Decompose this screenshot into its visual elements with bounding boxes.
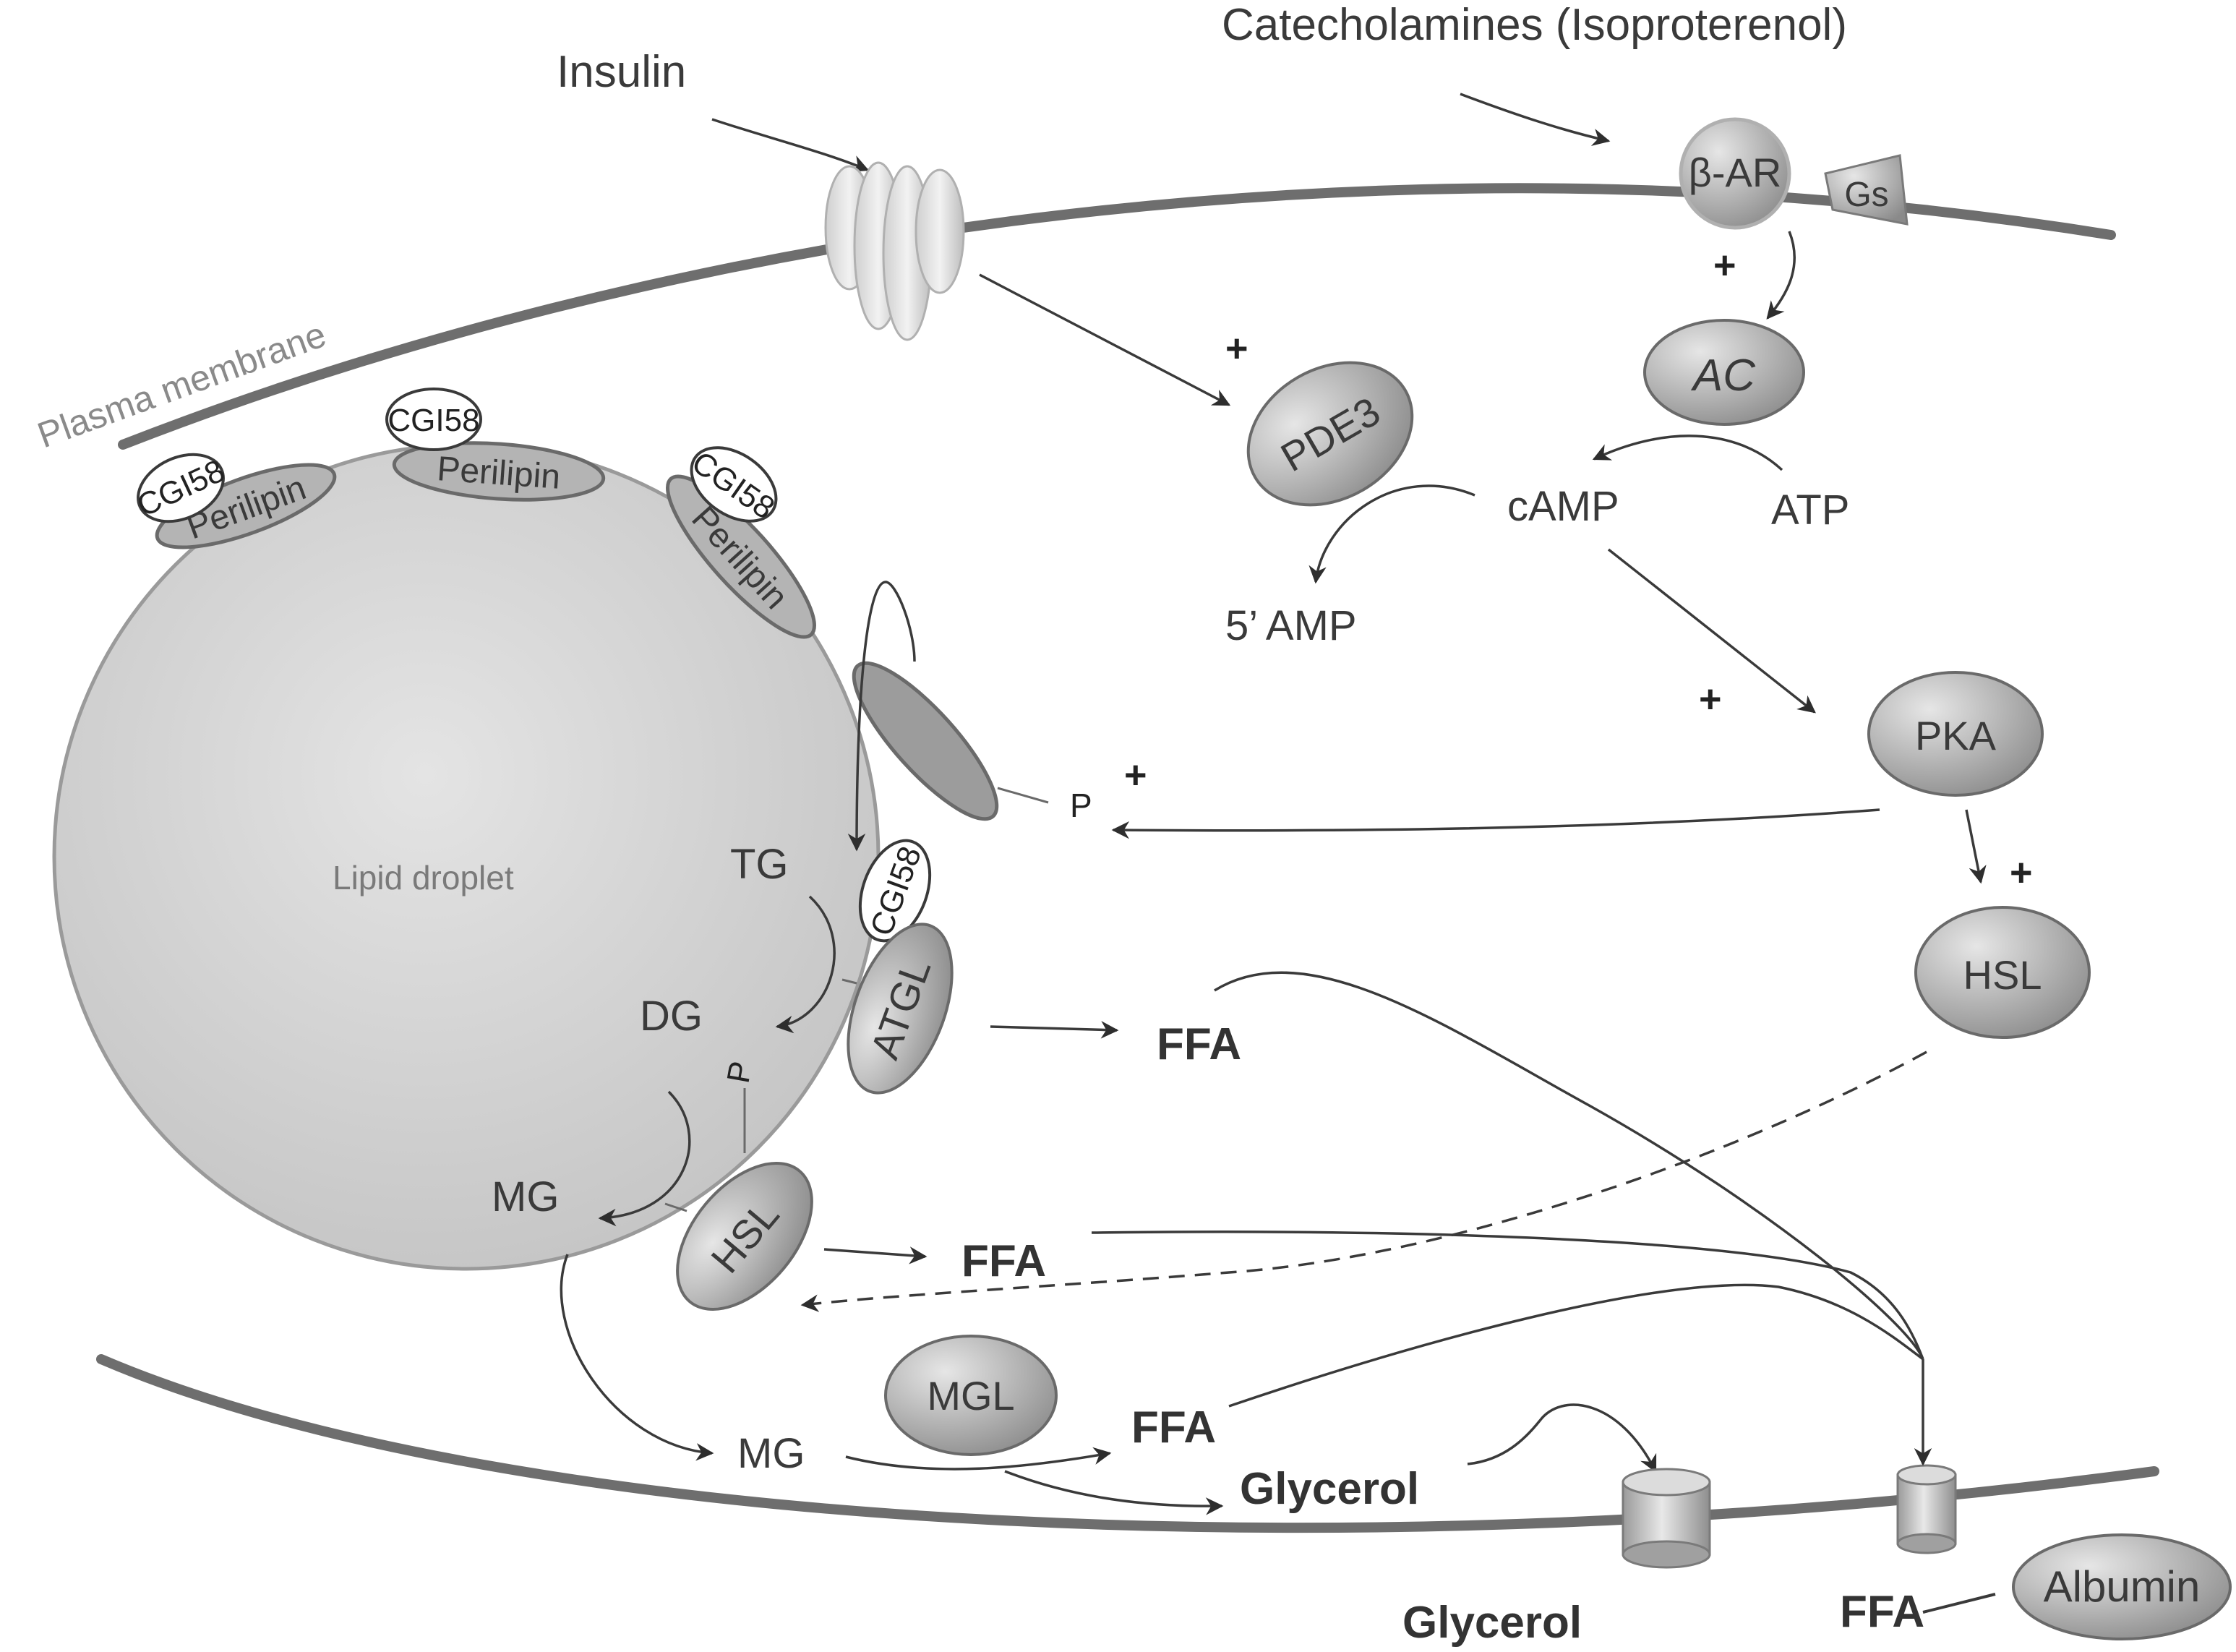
ffa-atgl-label: FFA xyxy=(1157,1019,1241,1069)
svg-text:Perilipin: Perilipin xyxy=(436,450,562,497)
pka-to-perilipin-arrow xyxy=(1111,808,1880,839)
ffa-albumin-link xyxy=(1922,1593,1996,1614)
ac-enzyme: AC xyxy=(1643,319,1805,426)
ffa-channel xyxy=(1896,1464,1957,1554)
catecholamines-arrow xyxy=(1460,93,1611,146)
mg-droplet-label: MG xyxy=(492,1173,559,1220)
glycerol-to-channel-arrow xyxy=(1467,1403,1657,1473)
glycerol-out-label: Glycerol xyxy=(1402,1598,1582,1648)
hsl-link xyxy=(664,1202,687,1212)
camp-to-pka-arrow xyxy=(1607,548,1816,714)
glycerol-in-label: Glycerol xyxy=(1240,1464,1419,1514)
ffa-converge-2 xyxy=(1091,1231,1924,1360)
mg-to-ffa-arrow xyxy=(845,1447,1112,1471)
insulin-to-pde3-arrow xyxy=(979,273,1231,406)
five-amp-label: 5’ AMP xyxy=(1225,602,1357,649)
lipid-droplet-label: Lipid droplet xyxy=(333,859,514,896)
plus-beta-ar-ac: + xyxy=(1713,244,1736,287)
hsl-to-ffa-arrow xyxy=(823,1246,928,1264)
pka-to-hsl-arrow xyxy=(1965,809,1987,884)
beta-ar-to-ac-arrow xyxy=(1766,231,1796,320)
hsl-droplet-enzyme: HSL xyxy=(676,1162,813,1311)
beta-ar-receptor: β-AR xyxy=(1679,117,1791,230)
svg-text:β-AR: β-AR xyxy=(1689,150,1782,195)
ffa-out-label: FFA xyxy=(1840,1587,1924,1637)
plus-camp-pka: + xyxy=(1699,677,1722,721)
svg-text:AC: AC xyxy=(1690,351,1756,401)
albumin: Albumin xyxy=(2012,1533,2232,1640)
dg-label: DG xyxy=(640,993,703,1040)
dg-to-mg-arrow xyxy=(598,1090,691,1227)
mg-bottom-label: MG xyxy=(737,1430,805,1477)
svg-text:PKA: PKA xyxy=(1915,713,1997,758)
hsl-cyto-enzyme: HSL xyxy=(1914,906,2091,1039)
pde3-enzyme: PDE3 xyxy=(1246,361,1414,507)
glycerol-channel xyxy=(1622,1468,1711,1569)
atp-label: ATP xyxy=(1771,487,1850,534)
plus-pka-hsl: + xyxy=(2010,851,2033,894)
atgl-link xyxy=(841,978,857,985)
perilipin-release-arrow xyxy=(847,581,916,852)
svg-text:MGL: MGL xyxy=(927,1373,1014,1418)
perilipin-top: Perilipin xyxy=(392,441,606,502)
mgl-enzyme: MGL xyxy=(884,1335,1058,1456)
insulin-arrow xyxy=(711,118,870,172)
ffa-converge-3 xyxy=(1228,1283,1924,1408)
phospho-perilipin: P xyxy=(1070,787,1092,824)
catecholamines-label: Catecholamines (Isoproterenol) xyxy=(1222,0,1847,50)
plus-pka-perilipin: + xyxy=(1124,753,1147,797)
insulin-label: Insulin xyxy=(557,47,686,97)
ffa-mgl-label: FFA xyxy=(1131,1403,1216,1452)
mg-to-glycerol-arrow xyxy=(1004,1470,1224,1515)
tg-to-dg-arrow xyxy=(775,895,836,1034)
atgl-enzyme: ATGL xyxy=(847,923,954,1095)
pka-enzyme: PKA xyxy=(1867,671,2044,797)
gs-protein: Gs xyxy=(1824,154,1909,226)
perilipin-phosphorylated xyxy=(852,661,999,821)
svg-text:Gs: Gs xyxy=(1844,176,1888,214)
phospho-line-perilipin xyxy=(997,787,1049,804)
mg-out-arrow xyxy=(560,1254,714,1461)
svg-text:Albumin: Albumin xyxy=(2044,1562,2201,1611)
atgl-to-ffa-arrow xyxy=(990,1021,1119,1039)
plus-insulin-pde3: + xyxy=(1225,327,1248,370)
tg-label: TG xyxy=(730,841,789,888)
svg-text:HSL: HSL xyxy=(1963,952,2042,998)
ffa-hsl-label: FFA xyxy=(961,1236,1046,1286)
insulin-receptor xyxy=(824,161,965,341)
camp-label: cAMP xyxy=(1507,483,1619,530)
camp-to-5amp-arrow xyxy=(1308,484,1475,584)
ffa-converge-1 xyxy=(1214,971,1924,1360)
perilipin-right: Perilipin xyxy=(666,474,816,639)
svg-text:CGI58: CGI58 xyxy=(387,403,479,438)
cgi58-top: CGI58 xyxy=(385,388,482,451)
atp-to-camp-arrow xyxy=(1592,435,1783,471)
plasma-membrane-bottom xyxy=(96,1354,2159,1533)
